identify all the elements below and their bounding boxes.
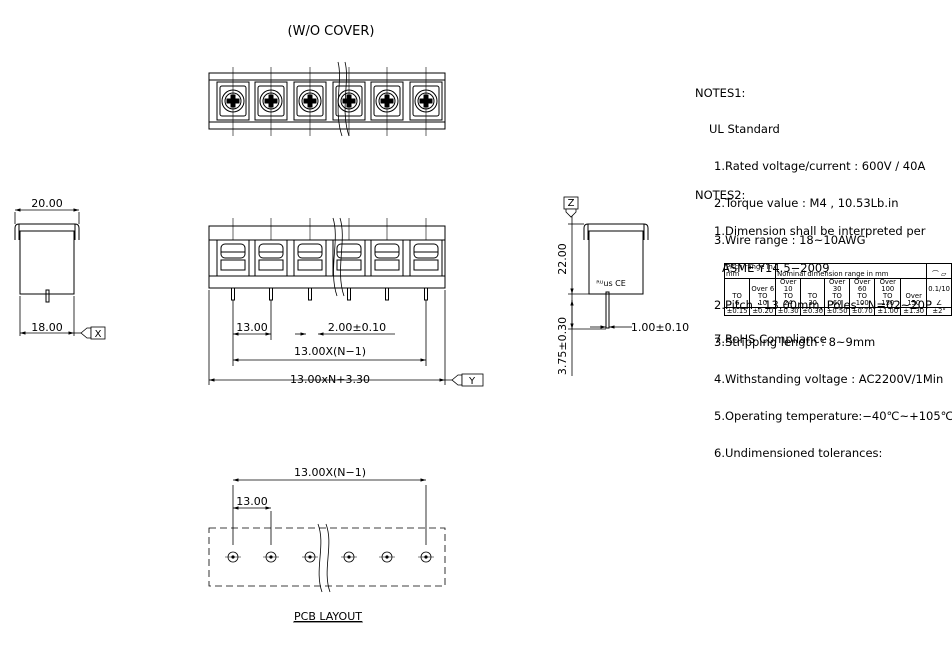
terminal-cell [254, 218, 288, 301]
dim-side-width-top: 20.00 [31, 197, 63, 210]
notes1-heading: NOTES1: [695, 85, 746, 100]
tol-value-cell: ±0.70 [849, 307, 876, 316]
datum-y: Y [468, 376, 476, 387]
notes2-line: 3.Stripping length : 8~9mm [714, 335, 876, 350]
pcb-layout [208, 478, 446, 593]
terminal-cell [332, 218, 366, 301]
notes1: NOTES1: UL Standard 1.Rated voltage/curr… [695, 62, 925, 259]
notes1-line: 1.Rated voltage/current : 600V / 40A [714, 159, 926, 174]
top-view [208, 61, 446, 137]
screw-cell [409, 67, 443, 136]
dim-pcb-span: 13.00X(N−1) [294, 466, 366, 479]
dim-height: 22.00 [556, 243, 569, 275]
screw-cell [332, 67, 366, 136]
pcb-hole [302, 551, 318, 563]
dim-overall: 13.00xN+3.30 [290, 373, 370, 386]
notes1-line: 3.Wire range : 18~10AWG [714, 233, 866, 248]
dim-span: 13.00X(N−1) [294, 345, 366, 358]
tol-value-cell: ±0.50 [824, 307, 851, 316]
cert-mark: ᴿᵁus CE [596, 279, 626, 288]
terminal-cell [370, 218, 404, 301]
title-wo-cover: (W/O COVER) [288, 24, 375, 39]
front-dimension-lines [208, 290, 484, 387]
screw-cell [216, 67, 250, 136]
notes2-line: 5.Operating temperature:−40℃~+105℃ [714, 408, 952, 423]
tol-value-cell: ±0.20 [749, 307, 777, 316]
notes1-line: UL Standard [709, 122, 780, 137]
screw-cell [293, 67, 327, 136]
dim-pitch: 13.00 [236, 321, 268, 334]
notes2-footer: 7.RoHS Compliance [714, 332, 827, 346]
notes2-line: 4.Withstanding voltage : AC2200V/1Min [714, 372, 944, 387]
screw-cell [370, 67, 404, 136]
pcb-hole [379, 551, 395, 563]
pcb-hole [263, 551, 279, 563]
front-view [208, 217, 446, 301]
pcb-hole [225, 551, 241, 563]
notes2-heading: NOTES2: [695, 187, 746, 202]
tolerance-table: Pitch range in mm Nominal dimension rang… [723, 263, 952, 316]
dim-pin-length: 3.75±0.30 [556, 317, 569, 375]
datum-z: Z [568, 198, 575, 209]
tol-value-cell: ±0.30 [800, 307, 826, 316]
title-pcb-layout: PCB LAYOUT [294, 610, 362, 623]
dim-pcb-pitch: 13.00 [236, 495, 268, 508]
tol-header-pitch: Pitch range in mm [723, 263, 777, 279]
tol-value-cell: ±0.15 [723, 307, 751, 316]
screw-cell [254, 67, 288, 136]
datum-x: X [95, 329, 102, 340]
tol-value-cell: ±2° [926, 307, 952, 316]
right-side-view [563, 196, 649, 376]
tol-value-cell: ±1.00 [874, 307, 902, 316]
dim-pin-size: 2.00±0.10 [328, 321, 386, 334]
tol-flat-angle-cell: 0.1/10∠ [926, 278, 952, 308]
notes2: NOTES2: 1.Dimension shall be interpreted… [695, 164, 952, 471]
tol-header-symbols: ⌒ ▱ [926, 263, 952, 279]
terminal-cell [409, 218, 443, 301]
tol-header-nominal: Nominal dimension range in mm [775, 263, 928, 279]
notes2-line: 1.Dimension shall be interpreted per [714, 224, 926, 239]
notes2-line: 6.Undimensioned tolerances: [714, 445, 883, 460]
pcb-hole [418, 551, 434, 563]
tol-range-cell: Over 150 [900, 278, 928, 308]
dim-pin-width: 1.00±0.10 [631, 321, 689, 334]
pcb-hole [341, 551, 357, 563]
left-side-view [14, 208, 106, 340]
notes1-line: 2.Torque value : M4 , 10.53Lb.in [714, 196, 899, 211]
terminal-cell [293, 218, 327, 301]
tol-value-cell: ±0.30 [775, 307, 802, 316]
dim-side-width-bottom: 18.00 [31, 321, 63, 334]
tol-value-cell: ±1.30 [900, 307, 928, 316]
